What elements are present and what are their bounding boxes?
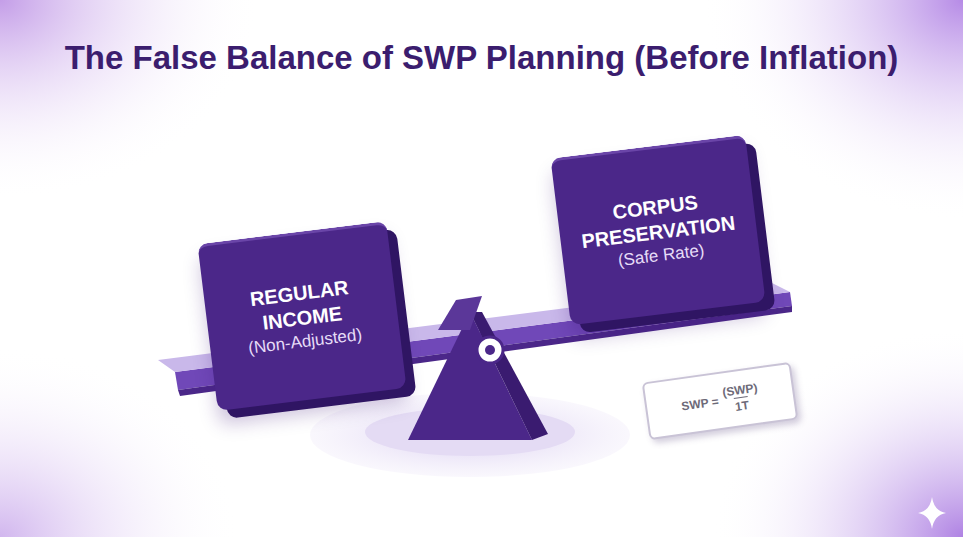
formula-text: 1T	[734, 396, 750, 414]
corner-glow	[713, 327, 963, 537]
fulcrum-side	[470, 312, 548, 440]
pivot-bar	[438, 296, 482, 330]
weight-block: REGULAR INCOME(Non-Adjusted)	[197, 221, 406, 411]
pivot-bolt	[477, 337, 503, 363]
formula-fraction: (SWP)1T	[721, 381, 760, 416]
pivot-bolt	[485, 345, 495, 355]
diagram-title: The False Balance of SWP Planning (Befor…	[60, 38, 903, 78]
corner-glow	[0, 0, 260, 200]
weight-block: CORPUS PRESERVATION(Safe Rate)	[550, 135, 765, 326]
sparkle-icon	[918, 497, 946, 529]
formula-text: SWP =	[680, 394, 719, 413]
